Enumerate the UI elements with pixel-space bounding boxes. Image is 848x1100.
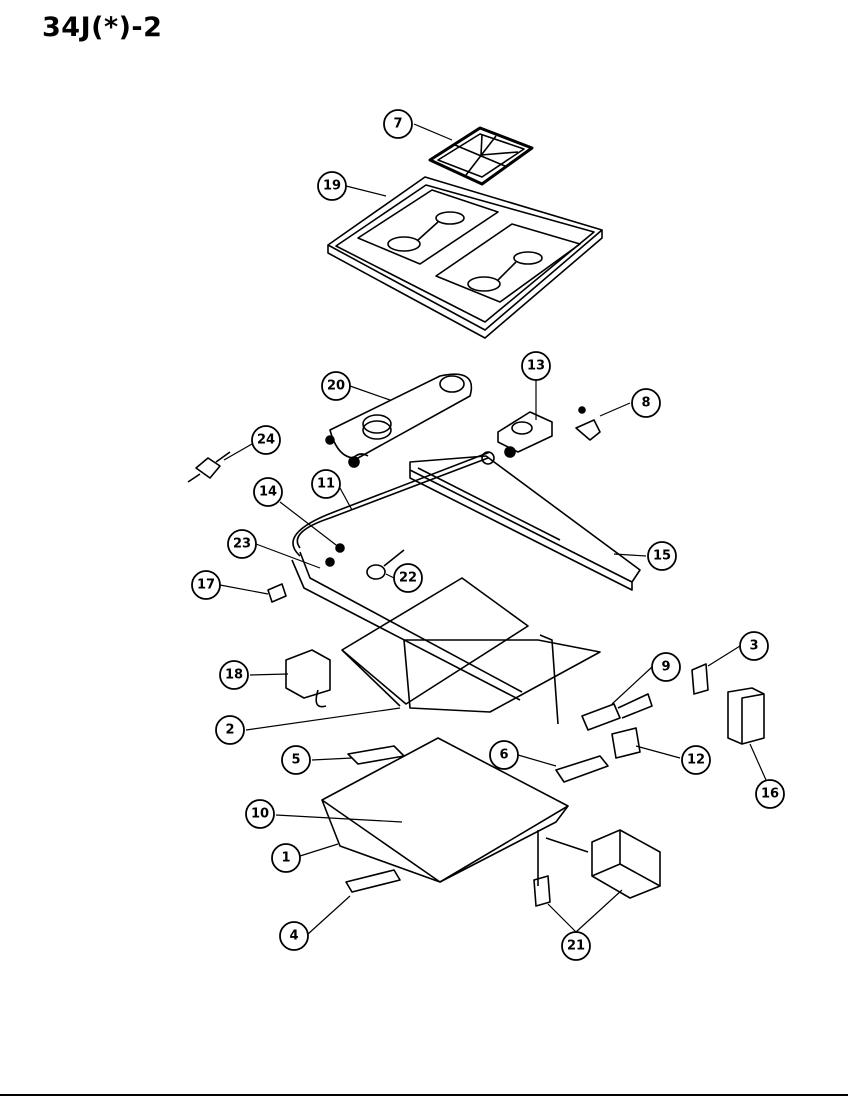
burner-support [409, 455, 641, 591]
channel [345, 869, 401, 893]
leader-lines [219, 123, 767, 935]
spark-module [285, 649, 331, 708]
burner-head [497, 411, 553, 458]
burner-assembly [325, 373, 473, 468]
ignitor [727, 687, 765, 745]
small-bracket [575, 406, 601, 441]
callout-2: 2 [225, 723, 234, 738]
clip [267, 583, 287, 603]
callout-21: 21 [567, 939, 585, 954]
callout-8: 8 [641, 396, 650, 411]
callout-12: 12 [687, 753, 705, 768]
electrode [691, 663, 709, 695]
gas-valve-assembly [533, 829, 661, 907]
valve [366, 549, 405, 580]
callout-13: 13 [527, 359, 545, 374]
callout-6: 6 [499, 748, 508, 763]
callout-24: 24 [257, 433, 275, 448]
orifice-holder [555, 755, 609, 783]
connector [187, 451, 231, 483]
callout-9: 9 [661, 660, 670, 675]
callout-4: 4 [289, 929, 298, 944]
callout-15: 15 [653, 549, 671, 564]
manifold-pipe [291, 451, 523, 701]
callout-14: 14 [259, 485, 277, 500]
callout-22: 22 [399, 571, 417, 586]
cooktop [327, 176, 603, 339]
bottom-rule [0, 1094, 848, 1096]
callout-18: 18 [225, 668, 243, 683]
callout-3: 3 [749, 639, 758, 654]
terminal-block [581, 693, 653, 731]
burner-box [341, 577, 601, 725]
bottom-tray [321, 737, 569, 883]
callout-20: 20 [327, 379, 345, 394]
burner-grate [428, 126, 534, 186]
page-title: 34J(*)-2 [42, 12, 163, 43]
callout-11: 11 [317, 477, 335, 492]
callout-1: 1 [281, 851, 290, 866]
plate [611, 727, 641, 759]
callout-10: 10 [251, 807, 269, 822]
callout-17: 17 [197, 578, 215, 593]
callout-5: 5 [291, 753, 300, 768]
callout-circles [191, 109, 785, 961]
callout-7: 7 [393, 117, 402, 132]
callout-23: 23 [233, 537, 251, 552]
callout-19: 19 [323, 179, 341, 194]
callout-16: 16 [761, 787, 779, 802]
